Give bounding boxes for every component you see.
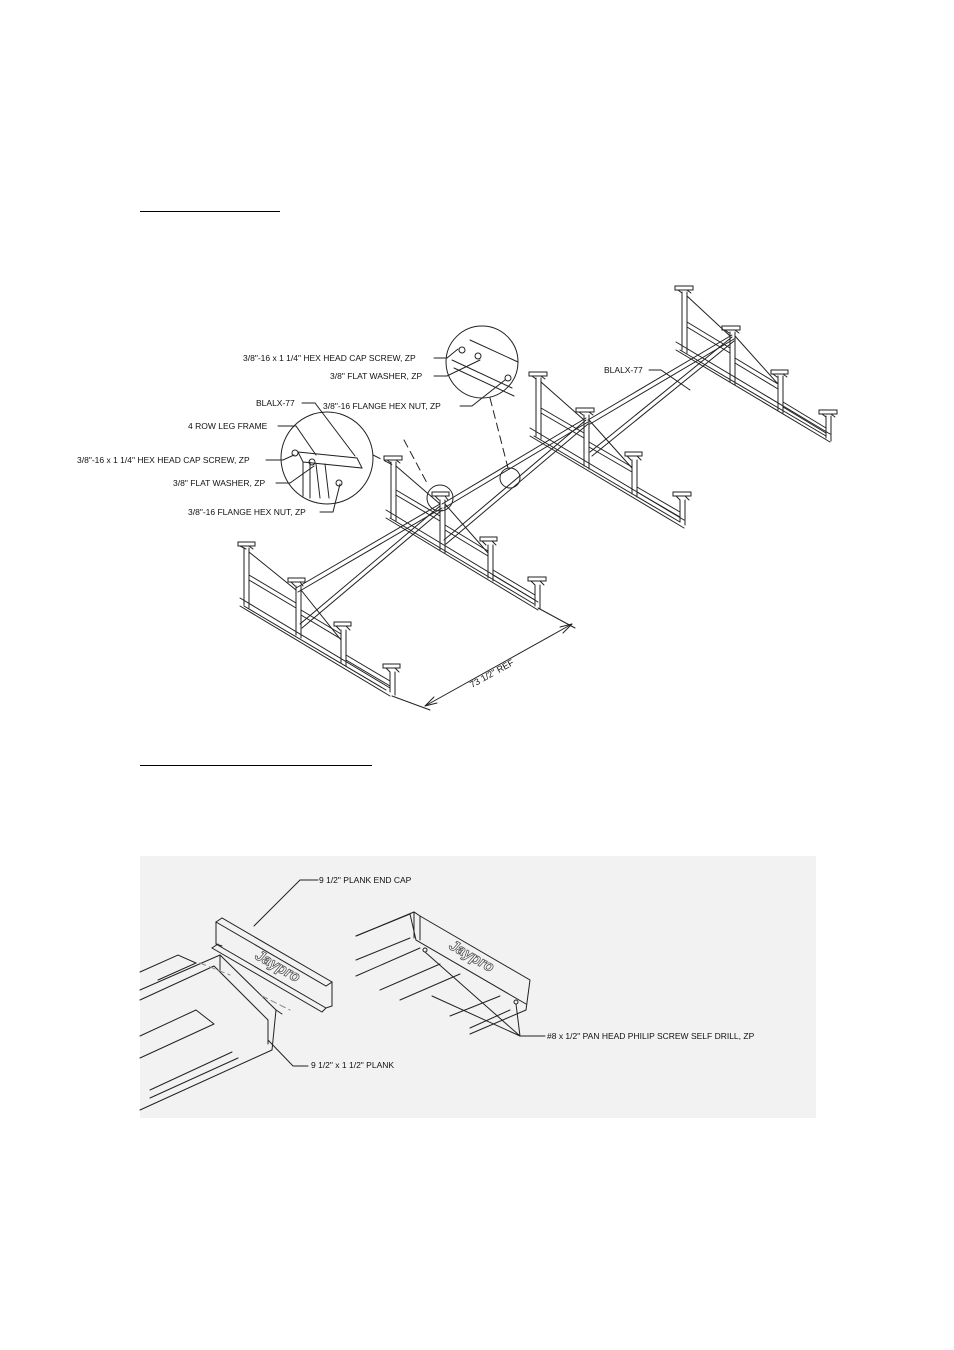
callout-blalx-right: BLALX-77 <box>604 365 643 375</box>
cross-braces <box>295 334 735 629</box>
frame-assembly-diagram: 3/8"-16 x 1 1/4" HEX HEAD CAP SCREW, ZP … <box>77 285 838 711</box>
callout-flat-washer-top: 3/8" FLAT WASHER, ZP <box>330 371 422 381</box>
callout-cap-screw-top: 3/8"-16 x 1 1/4" HEX HEAD CAP SCREW, ZP <box>243 353 416 363</box>
callout-screw: #8 x 1/2" PAN HEAD PHILIP SCREW SELF DRI… <box>547 1031 755 1041</box>
detail-magnifier-left <box>280 411 454 512</box>
plank-left <box>139 954 283 1111</box>
callout-plank: 9 1/2" x 1 1/2" PLANK <box>311 1060 394 1070</box>
end-cap-left <box>211 917 333 1013</box>
dimension-73-half <box>391 607 576 711</box>
callout-flat-washer-left: 3/8" FLAT WASHER, ZP <box>173 478 265 488</box>
section-heading-underline-frame <box>140 211 280 212</box>
callout-end-cap: 9 1/2" PLANK END CAP <box>319 875 412 885</box>
diagram-panel-background <box>140 856 816 1118</box>
leg-frame-back-right <box>674 285 838 443</box>
leader-lines <box>265 348 691 513</box>
callout-flange-nut-top: 3/8"-16 FLANGE HEX NUT, ZP <box>323 401 441 411</box>
callout-leg-frame: 4 ROW LEG FRAME <box>188 421 268 431</box>
section-heading-underline-planks <box>140 765 372 766</box>
leg-frame-front <box>237 541 401 697</box>
plank-leader-lines <box>253 879 546 1067</box>
callout-flange-nut-left: 3/8"-16 FLANGE HEX NUT, ZP <box>188 507 306 517</box>
callout-blalx-left: BLALX-77 <box>256 398 295 408</box>
callout-cap-screw-left: 3/8"-16 x 1 1/4" HEX HEAD CAP SCREW, ZP <box>77 455 250 465</box>
leg-frame-middle <box>383 455 547 611</box>
